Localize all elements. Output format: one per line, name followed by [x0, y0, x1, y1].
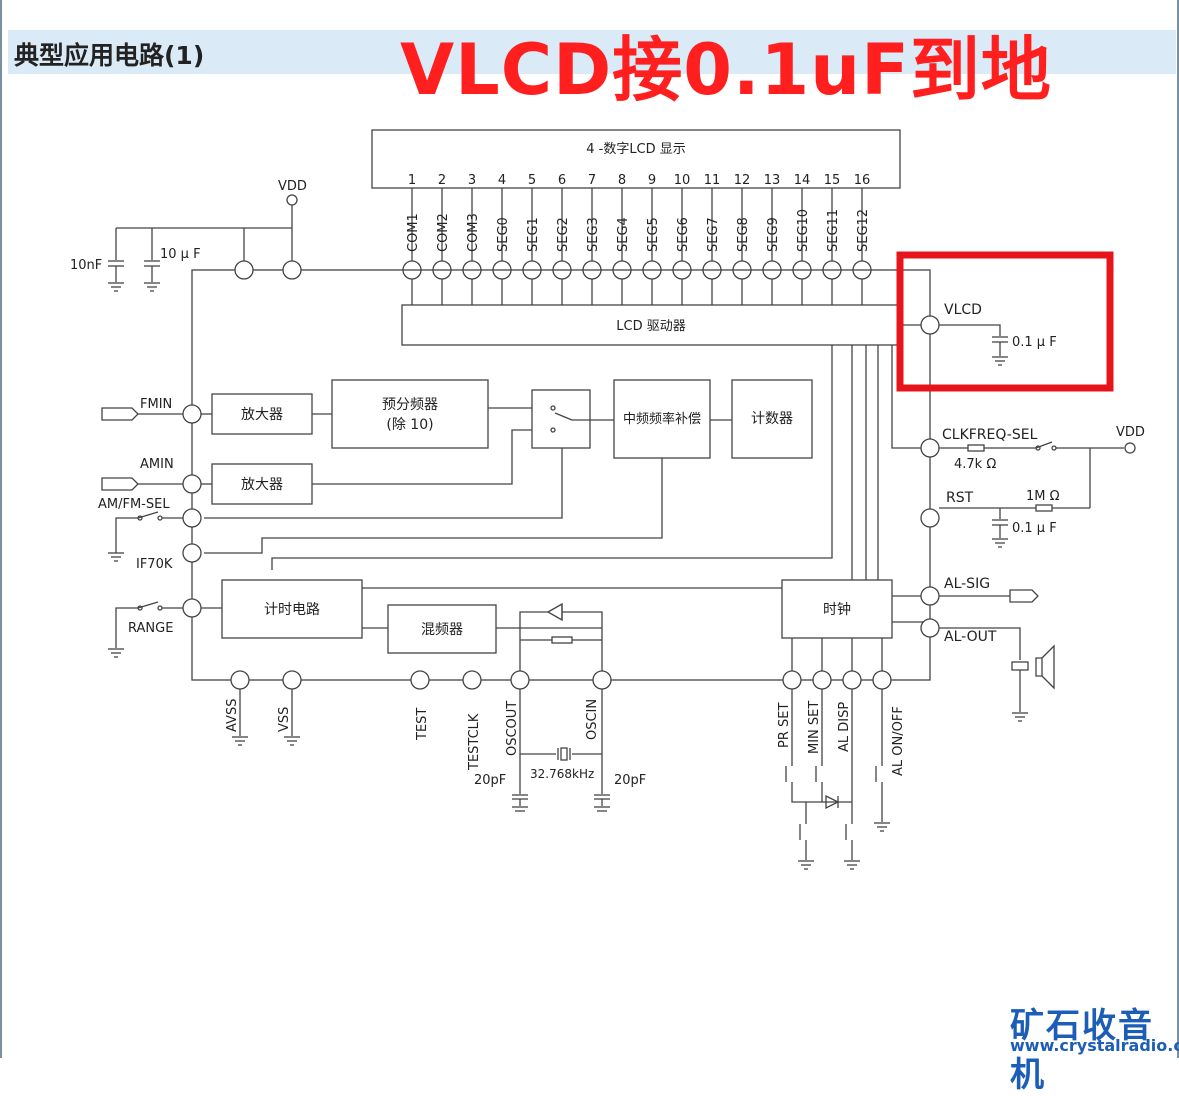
amfm-sel-label: AM/FM-SEL — [98, 497, 170, 512]
test-label: TEST — [415, 708, 430, 741]
lcd-signal-label: SEG12 — [856, 209, 871, 252]
lcd-driver-label: LCD 驱动器 — [616, 319, 685, 334]
page-frame — [0, 0, 1179, 1058]
lcd-pin-number: 9 — [648, 173, 656, 188]
al-sig-label: AL-SIG — [944, 576, 990, 592]
al-disp-label: AL DISP — [837, 702, 852, 752]
lcd-pin-number: 12 — [734, 173, 751, 188]
cap-left-label: 20pF — [474, 773, 506, 788]
lcd-signal-label: SEG9 — [766, 217, 781, 252]
lcd-pin-number: 11 — [704, 173, 721, 188]
if-compensation-block — [613, 379, 711, 459]
lcd-display-box — [371, 129, 901, 189]
res-4k7-label: 4.7k Ω — [954, 457, 996, 472]
crystal-label: 32.768kHz — [530, 767, 594, 781]
oscin-label: OSCIN — [585, 699, 600, 740]
lcd-pin-number: 5 — [528, 173, 536, 188]
lcd-signal-label: SEG11 — [826, 209, 841, 252]
lcd-pin-number: 10 — [674, 173, 691, 188]
lcd-pin-number: 14 — [794, 173, 811, 188]
lcd-signal-label: SEG10 — [796, 209, 811, 252]
res-1m-label: 1M Ω — [1026, 489, 1060, 504]
lcd-signal-label: SEG8 — [736, 217, 751, 252]
amin-label: AMIN — [140, 457, 174, 472]
lcd-signal-label: SEG3 — [586, 217, 601, 252]
al-onoff-label: AL ON/OFF — [891, 706, 906, 776]
clkfreq-sel-label: CLKFREQ-SEL — [942, 427, 1038, 443]
amp-am-label: 放大器 — [241, 477, 283, 493]
range-label: RANGE — [128, 621, 173, 636]
lcd-signal-label: COM1 — [406, 213, 421, 252]
rst-label: RST — [946, 490, 974, 506]
lcd-signal-label: COM3 — [466, 213, 481, 252]
testclk-label: TESTCLK — [467, 713, 482, 771]
vss-label: VSS — [277, 707, 292, 732]
lcd-pin-number: 1 — [408, 173, 416, 188]
right-external: VLCD 0.1 μ F CLKFREQ-SEL 4.7k Ω VDD RST … — [896, 251, 1145, 722]
vlcd-cap-label: 0.1 μ F — [1012, 335, 1057, 350]
lcd-pin-number: 2 — [438, 173, 446, 188]
clock-label: 时钟 — [823, 601, 851, 618]
lcd-signal-label: SEG6 — [676, 217, 691, 252]
lcd-signal-label: SEG5 — [646, 217, 661, 252]
annotation-vlcd: VLCD接0.1uF到地 — [400, 29, 1052, 111]
cap-10uf-label: 10 μ F — [160, 247, 201, 262]
lcd-pin-number: 8 — [618, 173, 626, 188]
counter-block — [731, 379, 813, 459]
vlcd-highlight-box — [896, 251, 1114, 392]
internal-wiring — [204, 345, 930, 629]
if70k-label: IF70K — [136, 557, 173, 572]
lcd-signal-label: SEG1 — [526, 217, 541, 252]
oscout-label: OSCOUT — [505, 701, 520, 756]
switch-block — [531, 389, 591, 449]
al-out-label: AL-OUT — [944, 629, 997, 645]
amp-fm-label: 放大器 — [241, 407, 283, 423]
lcd-pin-number: 15 — [824, 173, 841, 188]
lcd-pin-number: 6 — [558, 173, 566, 188]
avss-label: AVSS — [225, 699, 240, 732]
lcd-signal-label: SEG2 — [556, 217, 571, 252]
vdd-right-label: VDD — [1116, 425, 1145, 440]
page-title: 典型应用电路(1) — [14, 41, 205, 70]
lcd-signal-label: SEG7 — [706, 217, 721, 252]
lcd-signal-label: SEG4 — [616, 217, 631, 252]
mixer-label: 混频器 — [421, 622, 463, 638]
prescaler-block — [331, 379, 489, 449]
vdd-left-label: VDD — [278, 179, 307, 194]
pr-set-label: PR SET — [777, 703, 792, 748]
prescaler-label-2: (除 10) — [386, 417, 433, 433]
if-compensation-label: 中频频率补偿 — [623, 411, 701, 427]
counter-label: 计数器 — [751, 411, 793, 427]
rst-cap-label: 0.1 μ F — [1012, 521, 1057, 536]
lcd-pin-number: 16 — [854, 173, 871, 188]
cap-10nf-label: 10nF — [70, 258, 102, 273]
title-banner — [8, 30, 1176, 74]
clock-block — [781, 579, 893, 639]
min-set-label: MIN SET — [807, 701, 822, 754]
amp-fm-block — [211, 393, 313, 435]
timer-label: 计时电路 — [264, 602, 320, 618]
lcd-pin-number: 13 — [764, 173, 781, 188]
cap-right-label: 20pF — [614, 773, 646, 788]
lcd-signal-label: SEG0 — [496, 217, 511, 252]
fmin-label: FMIN — [140, 397, 172, 412]
lcd-driver-block — [401, 304, 901, 346]
switch-symbol — [550, 405, 590, 433]
lcd-display-title: 4 -数字LCD 显示 — [586, 142, 686, 157]
lcd-pin-number: 4 — [498, 173, 506, 188]
mixer-block — [387, 604, 497, 654]
prescaler-label: 预分频器 — [382, 397, 438, 413]
lcd-pin-number: 3 — [468, 173, 476, 188]
lcd-pin-number: 7 — [588, 173, 596, 188]
lcd-signal-label: COM2 — [436, 213, 451, 252]
left-external: VDD 10nF 10 μ F FMIN AMIN AM/FM-SEL — [70, 179, 307, 658]
vlcd-label: VLCD — [944, 302, 982, 318]
bottom-external: AVSS VSS TEST TESTCLK OSCOUT OSCIN 32.76… — [225, 602, 906, 870]
watermark-url: www.crystalradio.cn — [1010, 1036, 1179, 1055]
timer-block — [221, 579, 363, 639]
